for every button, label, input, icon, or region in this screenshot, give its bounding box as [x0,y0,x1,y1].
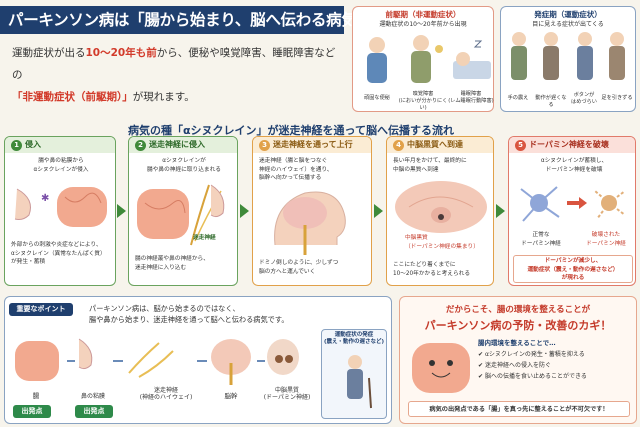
brain-illustration [395,181,487,233]
nose-gut-illustration: ✱ [14,187,107,227]
part-gut: 腸 [32,392,40,400]
step-1-note: 外部からの刺激や炎症などにより、 αシヌクレイン（異常なたんぱく質） が発生・蓄… [11,242,106,265]
part-nigra: 中脳黒質 (ドーパミン神経) [263,387,311,401]
bullet-3: ✔ 脳への伝播を食い止めることができる [478,373,587,380]
step-1-text: 腸や鼻の粘膜から αシヌクレインが侵入 [33,158,89,173]
arrow-1 [117,204,126,218]
vagus-label: 迷走神経 [193,235,216,241]
onset-item-4: 足を引きずる [601,95,633,101]
onset-subtitle: 目に見える症状が出てくる [532,21,604,28]
bullet-2: ✔ 迷走神経への侵入を防ぐ [478,362,551,369]
conclusion-line1: だからこそ、腸の環境を整えることが [445,305,591,315]
section-title: 病気の種「αシヌクレイン」が迷走神経を通って脳へ伝播する流れ [128,124,455,137]
svg-text:✱: ✱ [41,193,49,204]
prodromal-illustrations [367,35,491,83]
step-4-note: ここにたどり着くまでに 10〜20年かかると考えられる [393,262,471,277]
step-3-text: 迷走神経（腸と脳をつなぐ 神経のハイウェイ）を通り、 脳幹へ向かって伝播する [259,158,333,181]
step-5-text: αシヌクレインが蓄積し、 ドーパミン神経を破壊 [540,158,608,173]
part-nasal: 鼻の粘膜 [80,393,105,400]
part-brainstem: 脳幹 [224,392,238,400]
key-point-text: パーキンソン病は、脳から始まるのではなく、 腸や鼻から始まり、迷走神経を通って脳… [89,304,289,324]
conclusion-footer: 病気の出発点である「腸」を真っ先に整えることが不可欠です！ [408,401,630,417]
broken-neuron-label: 破壊された ドーパミン神経 [586,232,626,247]
origin-tag-nose: 出発点 [75,405,113,418]
step-4-text: 長い年月をかけて、最終的に 中脳の黒質へ到達 [393,158,467,173]
prodromal-item-2: 嗅覚障害 (においが分かりにくい) [398,91,448,111]
onset-title: 発症期（運動症状） [534,10,602,19]
arrow-2 [240,204,249,218]
prodromal-item-1: 頑固な便秘 [364,95,390,101]
prodromal-panel: 前駆期（非運動症状） 運動症状の10〜20年前から出現 頑固な便秘 嗅覚障害 (… [352,6,494,112]
conclusion-bullets: ✔ αシヌクレインの発生・蓄積を抑える ✔ 迷走神経への侵入を防ぐ ✔ 脳への伝… [478,349,630,382]
onset-illustrations [511,32,625,80]
prodromal-subtitle: 運動症状の10〜20年前から出現 [379,21,467,28]
elderly-figure-icon [347,355,372,409]
origin-tag-gut: 出発点 [13,405,51,418]
bullet-1: ✔ αシヌクレインの発生・蓄積を抑える [478,351,585,358]
key-point-panel: 重要なポイント パーキンソン病は、脳から始まるのではなく、 腸や鼻から始まり、迷… [4,296,392,424]
pathway-illustration [15,338,299,385]
substantia-nigra-label: 中脳黒質 （ドーパミン神経の集まり） [405,235,479,250]
onset-panel: 発症期（運動症状） 目に見える症状が出てくる 手の震え 動作が遅くなる ボタンが… [500,6,636,112]
onset-item-3: ボタンが はめづらい [571,92,597,105]
onset-item-2: 動作が遅くなる [535,95,567,108]
step-3-note: ドミノ倒しのように、少しずつ 脳の方へと運んでいく [259,260,339,275]
happy-gut-illustration [412,343,470,393]
key-point-label: 重要なポイント [9,303,73,316]
step-2-text: αシヌクレインが 腸や鼻の神経に取り込まれる [147,158,221,173]
arrow-4 [496,204,505,218]
motor-onset-box: 運動症状の発症 (震え・動作の遅さなど) [321,329,387,419]
conclusion-line2: パーキンソン病の予防・改善のカギ！ [424,319,612,332]
conclusion-sub: 腸内環境を整えることで… [478,339,556,347]
onset-item-1: 手の震え [507,95,529,101]
prodromal-title: 前駆期（非運動症状） [385,10,461,19]
gut-nerve-illustration [137,184,225,246]
normal-neuron-label: 正常な ドーパミン神経 [521,232,561,247]
part-vagus: 迷走神経 (神経のハイウェイ) [139,387,193,401]
intro-text: 運動症状が出る10〜20年も前から、便秘や嗅覚障害、睡眠障害などの 「非運動症状… [12,47,336,103]
head-vagus-illustration [274,191,346,255]
page-title: パーキンソン病は「腸から始まり、脳へ伝わる病気」 [0,6,372,34]
conclusion-panel: だからこそ、腸の環境を整えることが パーキンソン病の予防・改善のカギ！ 腸内環境… [399,296,637,424]
arrow-3 [374,204,383,218]
neuron-illustration [520,186,626,222]
prodromal-item-3: 睡眠障害 (レム睡眠行動障害) [448,91,494,104]
step-5-note: ドーパミンが減少し、 運動症状（震え・動作の遅さなど） が現れる [513,255,633,283]
motor-onset-label: 運動症状の発症 (震え・動作の遅さなど) [323,332,385,345]
step-2-note: 腸の神経叢や鼻の神経から、 迷走神経に入り込む [135,256,209,271]
